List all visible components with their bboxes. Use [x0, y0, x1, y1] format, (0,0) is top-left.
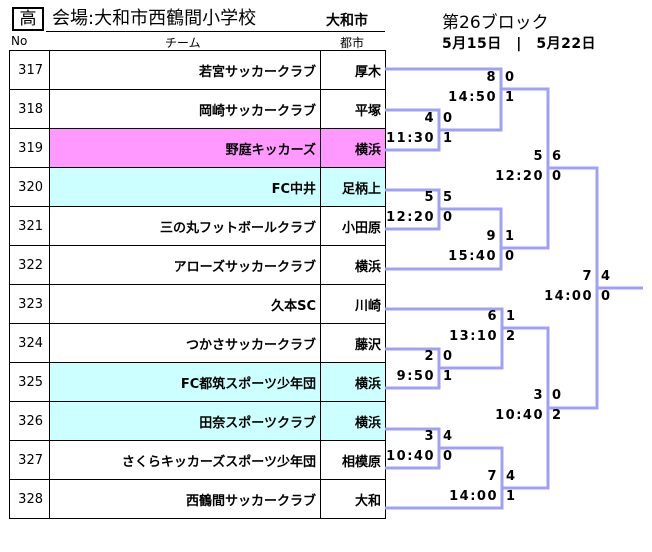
score-top: 1: [506, 309, 517, 324]
team-number: 321: [9, 206, 50, 246]
team-name: さくらキッカーズスポーツ少年団: [49, 440, 321, 480]
game-number: 7: [582, 269, 593, 284]
score-top: 6: [552, 149, 563, 164]
game-number: 4: [424, 111, 435, 126]
score-top: 1: [505, 229, 516, 244]
game-number: 5: [424, 190, 435, 205]
score-top: 4: [601, 269, 612, 284]
team-name: FC中井: [49, 167, 321, 207]
score-top: 0: [443, 111, 454, 126]
score-bottom: 1: [505, 90, 516, 105]
venue-city: 大和市: [326, 13, 368, 29]
score-bottom: 1: [506, 489, 517, 504]
team-number: 327: [9, 440, 50, 480]
score-bottom: 1: [443, 131, 454, 146]
column-header-city: 都市: [340, 36, 365, 50]
team-city: 厚木: [320, 50, 386, 90]
team-name: 岡崎サッカークラブ: [49, 89, 321, 129]
bracket-match-8: [385, 67, 503, 132]
block-title: 第26ブロック: [442, 13, 549, 33]
score-bottom: 0: [443, 210, 454, 225]
bracket-match-9: [385, 207, 503, 271]
team-number: 320: [9, 167, 50, 207]
team-city: 足柄上: [320, 167, 386, 207]
game-number: 6: [487, 309, 498, 324]
team-number: 328: [9, 479, 50, 519]
team-city: 横浜: [320, 245, 386, 285]
team-name: 西鶴間サッカークラブ: [49, 479, 321, 519]
team-city: 横浜: [320, 128, 386, 168]
kickoff-time: 9:50: [396, 369, 435, 384]
team-city: 藤沢: [320, 323, 386, 363]
column-header-team: チーム: [165, 36, 201, 50]
score-bottom: 0: [505, 249, 516, 264]
team-name: 野庭キッカーズ: [49, 128, 321, 168]
bracket-match-6: [385, 307, 504, 370]
game-number: 2: [424, 349, 435, 364]
category-badge: 高: [12, 7, 44, 31]
game-number: 8: [486, 70, 497, 85]
team-number: 326: [9, 401, 50, 441]
score-top: 0: [505, 70, 516, 85]
team-name: つかさサッカークラブ: [49, 323, 321, 363]
bracket-match-3b: [502, 326, 550, 490]
kickoff-time: 15:40: [448, 249, 497, 264]
team-number: 323: [9, 284, 50, 324]
score-bottom: 2: [506, 329, 517, 344]
kickoff-time: 10:40: [495, 408, 544, 423]
score-bottom: 1: [443, 369, 454, 384]
score-bottom: 0: [601, 289, 612, 304]
match-dates: 5月15日 | 5月22日: [442, 36, 597, 52]
team-number: 319: [9, 128, 50, 168]
game-number: 3: [424, 429, 435, 444]
game-number: 7: [487, 469, 498, 484]
kickoff-time: 14:50: [448, 90, 497, 105]
game-number: 3: [533, 388, 544, 403]
kickoff-time: 12:20: [495, 169, 544, 184]
team-name: アローズサッカークラブ: [49, 245, 321, 285]
kickoff-time: 12:20: [386, 210, 435, 225]
kickoff-time: 11:30: [386, 131, 435, 146]
score-top: 4: [506, 469, 517, 484]
bracket-final: [548, 166, 643, 410]
kickoff-time: 14:00: [544, 289, 593, 304]
score-bottom: 0: [552, 169, 563, 184]
team-number: 325: [9, 362, 50, 402]
score-top: 4: [443, 429, 454, 444]
score-bottom: 2: [552, 408, 563, 423]
score-top: 0: [552, 388, 563, 403]
game-number: 9: [486, 229, 497, 244]
title-underline: [46, 31, 385, 32]
game-number: 5: [533, 149, 544, 164]
team-city: 川崎: [320, 284, 386, 324]
team-city: 横浜: [320, 362, 386, 402]
team-city: 大和: [320, 479, 386, 519]
team-city: 相模原: [320, 440, 386, 480]
venue-title: 会場:大和市西鶴間小学校: [52, 8, 257, 29]
team-city: 小田原: [320, 206, 386, 246]
kickoff-time: 13:10: [449, 329, 498, 344]
column-header-no: No: [11, 34, 28, 48]
bracket-match-7: [385, 446, 504, 510]
score-top: 0: [443, 349, 454, 364]
team-number: 324: [9, 323, 50, 363]
kickoff-time: 14:00: [449, 489, 498, 504]
team-number: 317: [9, 50, 50, 90]
score-top: 5: [443, 190, 454, 205]
kickoff-time: 10:40: [386, 449, 435, 464]
score-bottom: 0: [443, 449, 454, 464]
